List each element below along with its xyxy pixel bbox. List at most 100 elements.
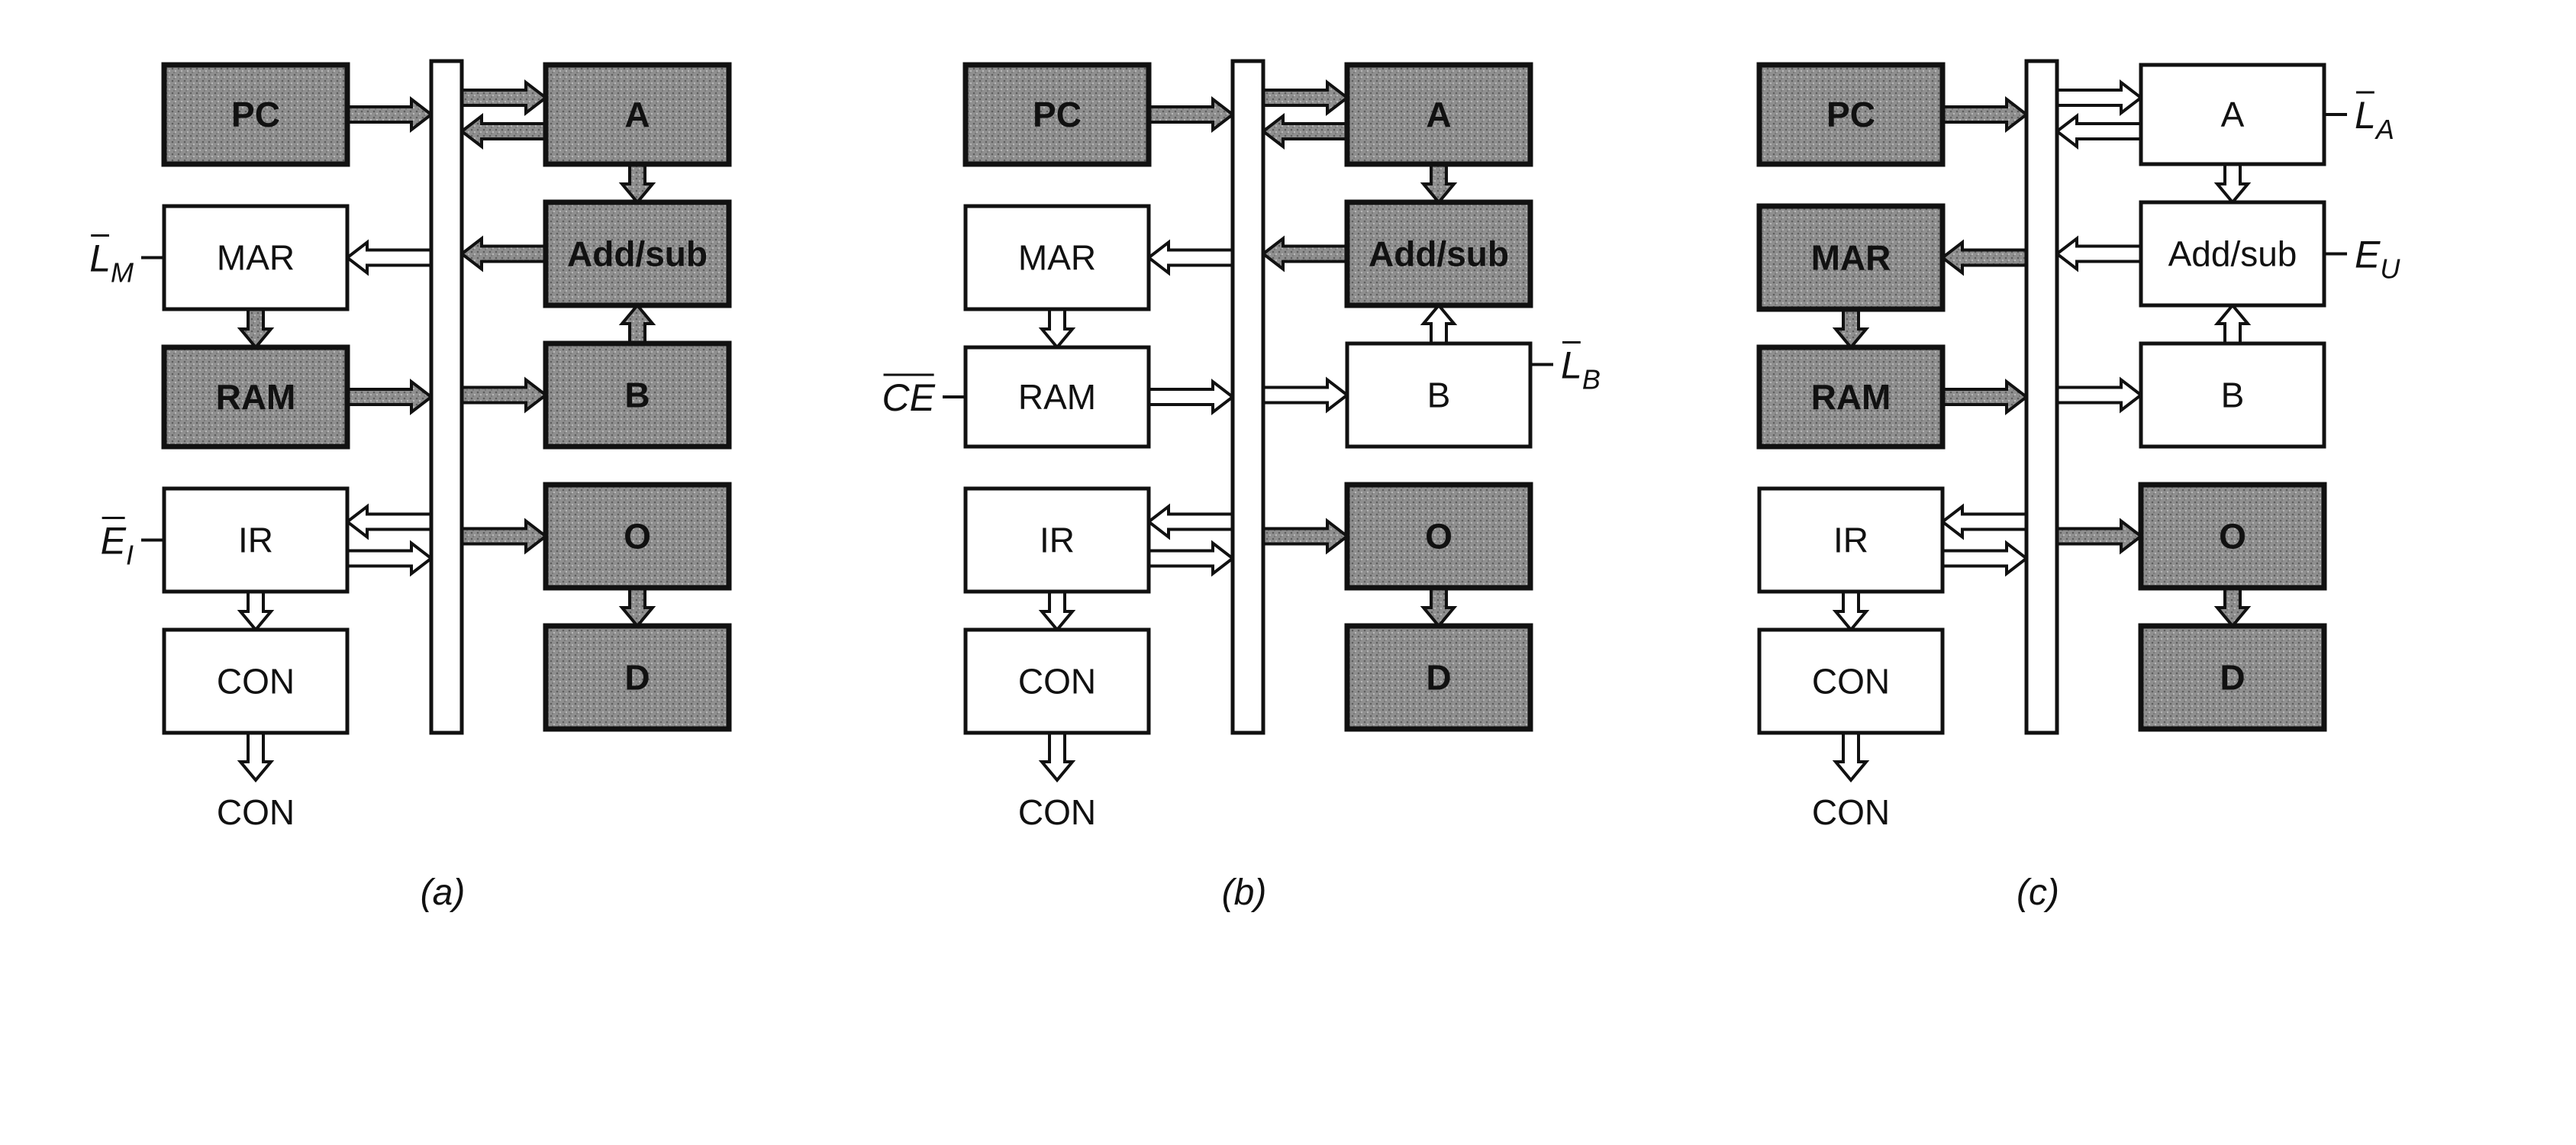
a-block [2139,63,2326,166]
mar-block [1756,203,1946,312]
w-bus [1230,59,1265,735]
a-block-label: A [1426,95,1451,134]
pc-block [962,62,1152,167]
panels-layer: PCMARRAMIRCONAAdd/subBODCONLMEI(a)PCMARR… [89,59,2400,913]
a-block [543,62,732,167]
addsub-block [1344,199,1533,308]
b-to-addsub-arrow [1420,302,1458,345]
control-signal-main: L [2355,94,2376,137]
con-block [963,627,1151,735]
addsub-to-bus-arrow [459,235,547,273]
bus-to-a-arrow [2055,79,2144,117]
control-signal-main: L [1561,344,1582,387]
a-to-addsub-arrow [2213,163,2252,205]
ram-to-bus-arrow [346,378,434,416]
mar-to-ram-arrow [1038,308,1076,350]
pc-to-bus-arrow [346,95,434,134]
pc-block-label: PC [1826,95,1875,134]
pc-to-bus-arrow [1941,95,2030,134]
addsub-to-bus-arrow [2054,235,2142,273]
b-to-addsub-arrow [2213,302,2252,345]
o-block [543,482,732,591]
w-bus [429,59,464,735]
ram-block-label: RAM [1811,377,1891,417]
ram-to-bus-arrow [1941,378,2030,416]
o-block-label: O [624,517,651,556]
bus-to-a-arrow [1262,79,1350,117]
control-signal-label: LA [2355,94,2394,145]
con-output-arrow [1038,731,1076,783]
con-output-arrow [1832,731,1870,783]
o-to-d-arrow [1420,586,1458,629]
pc-block [1756,62,1946,167]
ir-to-con-arrow [1832,590,1870,633]
bus-to-a-arrow [460,79,549,117]
control-signal-sub: B [1582,364,1601,395]
mar-block-label: MAR [1811,238,1891,278]
panel-caption: (c) [2017,872,2059,913]
ram-block-label: RAM [216,377,296,417]
o-block-label: O [1425,517,1452,556]
o-block [1344,482,1533,591]
a-to-bus-arrow [2054,112,2142,150]
d-block [2138,623,2327,732]
b-block-label: B [1427,376,1451,415]
b-block [1345,341,1533,449]
bus-to-ir-arrow [1939,503,2028,540]
control-signal-label: CE [882,376,936,419]
control-signal-sub: M [111,257,134,289]
a-block [1344,62,1533,167]
control-signal-sub: U [2380,253,2400,285]
o-block-label: O [2219,517,2246,556]
control-signal-sub: I [126,540,134,571]
con-block-label: CON [217,662,295,702]
bus-to-mar-arrow [1939,239,2028,276]
bus-to-b-arrow [460,376,549,414]
ir-block-label: IR [238,521,273,560]
con-block [1757,627,1945,735]
o-to-d-arrow [618,586,656,629]
ir-to-bus-arrow [346,540,434,577]
bus-to-ir-arrow [1146,503,1234,540]
con-output-label: CON [1018,792,1096,832]
con-output-arrow [237,731,275,783]
mar-block [162,204,350,311]
a-to-bus-arrow [459,112,547,150]
control-signal-label: EU [2355,234,2400,285]
pc-block-label: PC [1033,95,1082,134]
bus-to-o-arrow [2055,518,2144,555]
bus-to-o-arrow [1262,518,1350,555]
ir-to-bus-arrow [1941,540,2030,577]
ir-to-con-arrow [237,590,275,633]
control-signal-label: EI [101,520,134,571]
control-signal-label: LM [89,237,134,289]
o-block [2138,482,2327,591]
d-block [543,623,732,732]
o-to-d-arrow [2213,586,2252,629]
a-to-addsub-arrow [1420,163,1458,205]
ir-block [162,486,350,594]
control-signal-label: LB [1561,344,1601,395]
b-block [543,340,732,450]
d-block [1344,623,1533,732]
bus-to-b-arrow [2055,376,2144,414]
control-signal-sub: A [2374,114,2394,145]
addsub-block-label: Add/sub [2168,234,2297,274]
addsub-to-bus-arrow [1260,235,1349,273]
ram-block [161,344,350,450]
d-block-label: D [2220,658,2245,698]
mar-to-ram-arrow [1832,308,1870,350]
ir-block-label: IR [1833,521,1868,560]
control-signal-main: E [2355,234,2381,276]
mar-block-label: MAR [1018,238,1096,278]
b-to-addsub-arrow [618,302,656,345]
pc-to-bus-arrow [1147,95,1236,134]
b-block-label: B [624,376,650,415]
w-bus [2024,59,2059,735]
con-block-label: CON [1812,662,1890,702]
addsub-block-label: Add/sub [1369,234,1509,274]
addsub-block [2139,200,2326,308]
con-block-label: CON [1018,662,1096,702]
